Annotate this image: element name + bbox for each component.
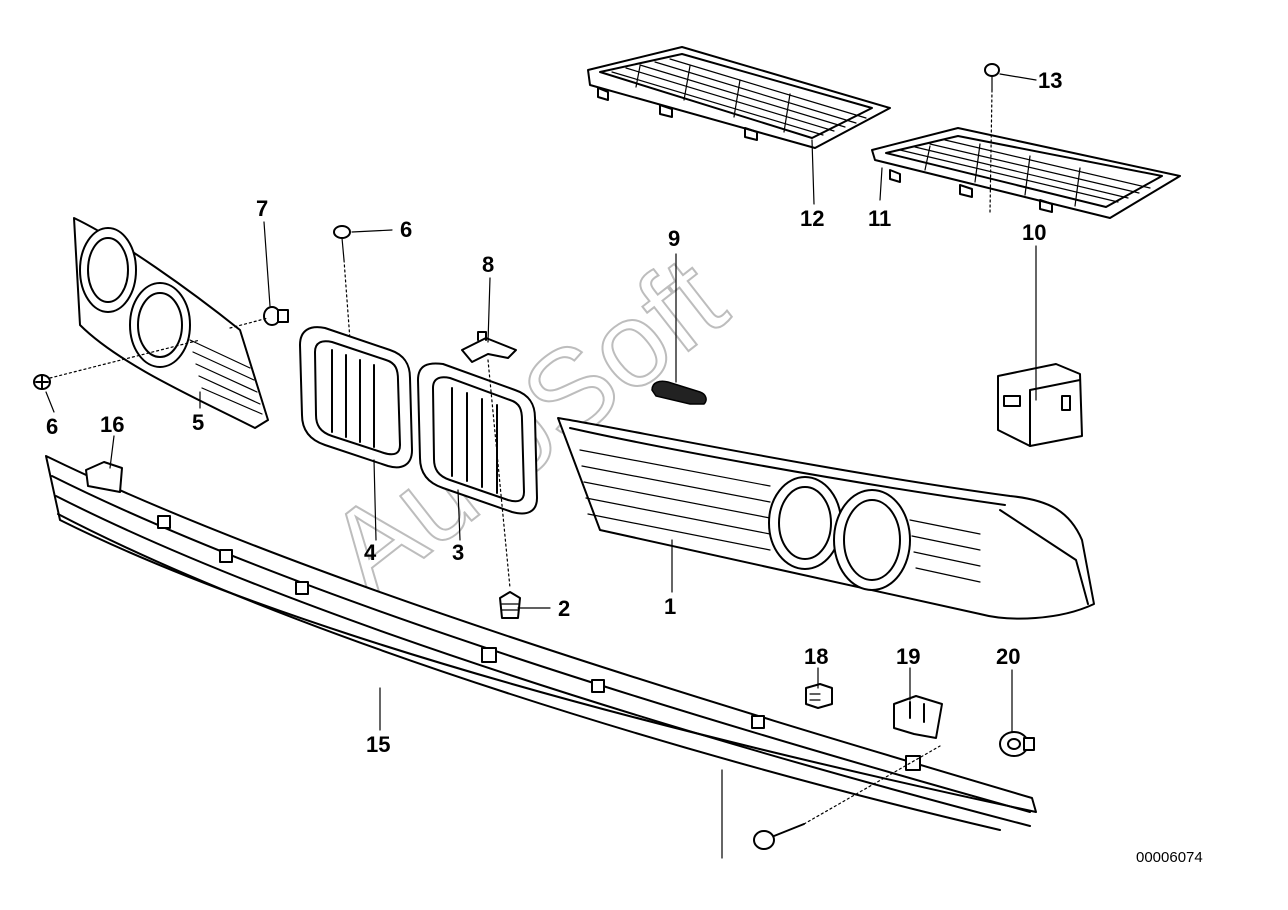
- callout-4: 4: [364, 540, 377, 565]
- part-12-grille-insert: [587, 46, 891, 149]
- callout-6-top: 6: [400, 217, 412, 242]
- callout-18: 18: [804, 644, 828, 669]
- callout-3: 3: [452, 540, 464, 565]
- callout-2: 2: [558, 596, 570, 621]
- part-18-nut: [805, 683, 833, 709]
- callout-11: 11: [868, 206, 891, 231]
- callout-15: 15: [366, 732, 390, 757]
- document-number: 00006074: [1136, 849, 1203, 866]
- lower-screw: [753, 745, 941, 850]
- callout-16: 16: [100, 412, 124, 437]
- part-15-lower-grille: [45, 455, 1037, 859]
- part-13-screw: [984, 63, 1000, 213]
- part-4-side-grille: [299, 326, 413, 469]
- part-3-side-grille: [417, 362, 538, 515]
- callout-13: 13: [1038, 68, 1062, 93]
- part-19-clip: [893, 695, 943, 739]
- callout-19: 19: [896, 644, 920, 669]
- leader-lines: [45, 73, 1037, 733]
- part-1-main-grille: [557, 417, 1095, 620]
- callout-9: 9: [668, 226, 680, 251]
- callout-5: 5: [192, 410, 204, 435]
- callout-8: 8: [482, 252, 494, 277]
- part-2-screw: [499, 591, 521, 619]
- part-10-bracket: [997, 363, 1083, 447]
- callout-10: 10: [1022, 220, 1046, 245]
- callout-1: 1: [664, 594, 676, 619]
- part-8-clip: [461, 331, 517, 589]
- part-7-clip: [229, 306, 289, 329]
- part-16-clip: [85, 461, 123, 493]
- part-11-grille-insert: [871, 127, 1181, 219]
- part-5-left-grille: [73, 217, 269, 429]
- callout-6-left: 6: [46, 414, 58, 439]
- callout-7: 7: [256, 196, 268, 221]
- callout-20: 20: [996, 644, 1020, 669]
- part-6-screw-top: [333, 225, 351, 341]
- part-20-grommet: [999, 731, 1035, 757]
- callouts: 1 2 3 4 5 6 6 7 8 9 10 11 12 13 15 16 18…: [46, 68, 1062, 757]
- part-9-pad: [651, 380, 707, 405]
- callout-12: 12: [800, 206, 824, 231]
- part-6-screw-left: [33, 339, 201, 390]
